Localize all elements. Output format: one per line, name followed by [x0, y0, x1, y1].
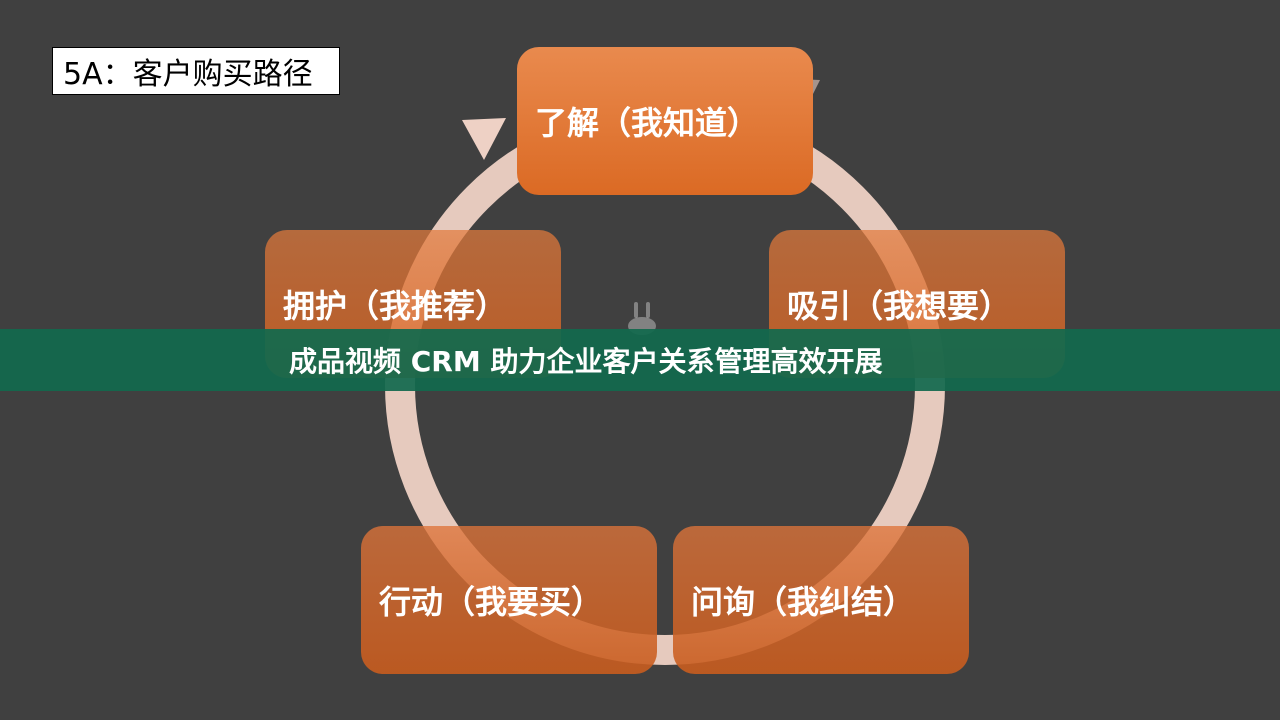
stage-appeal-label: 吸引（我想要）: [787, 287, 1012, 325]
cycle-arrow-head-left: [462, 118, 506, 160]
banner-text: 成品视频 CRM 助力企业客户关系管理高效开展: [289, 345, 883, 378]
stage-ask: 问询（我纠结）: [673, 526, 969, 674]
slide-title: 5A：客户购买路径: [52, 47, 340, 95]
overlay-banner: 成品视频 CRM 助力企业客户关系管理高效开展: [0, 329, 1280, 391]
stage-act: 行动（我要买）: [361, 526, 657, 674]
stage-act-label: 行动（我要买）: [379, 583, 604, 621]
stage-aware: 了解（我知道）: [517, 47, 813, 195]
stage-aware-label: 了解（我知道）: [535, 104, 760, 142]
stage-ask-label: 问询（我纠结）: [691, 583, 916, 621]
stage-advocate-label: 拥护（我推荐）: [283, 287, 508, 325]
